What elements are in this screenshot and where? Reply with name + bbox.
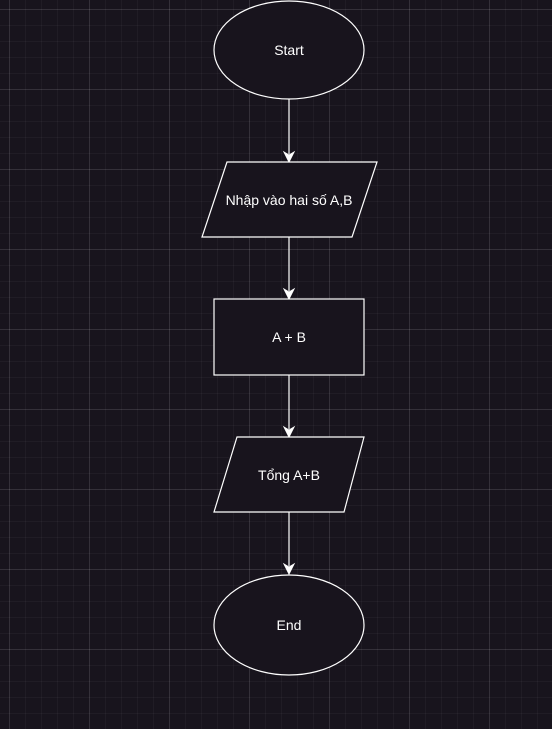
node-input[interactable]: Nhập vào hai số A,B bbox=[201, 161, 378, 238]
node-end[interactable]: End bbox=[213, 574, 365, 676]
process-label: A + B bbox=[272, 329, 306, 345]
edges bbox=[282, 99, 296, 576]
edge-output-to-end bbox=[282, 512, 296, 576]
input-label: Nhập vào hai số A,B bbox=[226, 192, 353, 208]
output-parallelogram bbox=[213, 436, 365, 513]
node-start[interactable]: Start bbox=[213, 0, 365, 100]
edge-process-to-output bbox=[282, 375, 296, 439]
end-ellipse bbox=[213, 574, 365, 676]
process-rectangle bbox=[213, 298, 365, 376]
node-process[interactable]: A + B bbox=[213, 298, 365, 376]
edge-input-to-process bbox=[282, 237, 296, 301]
input-parallelogram bbox=[201, 161, 378, 238]
node-output[interactable]: Tổng A+B bbox=[213, 436, 365, 513]
end-label: End bbox=[277, 617, 302, 633]
start-ellipse bbox=[213, 0, 365, 100]
output-label: Tổng A+B bbox=[258, 467, 320, 483]
edge-start-to-input bbox=[282, 99, 296, 164]
start-label: Start bbox=[274, 42, 304, 58]
